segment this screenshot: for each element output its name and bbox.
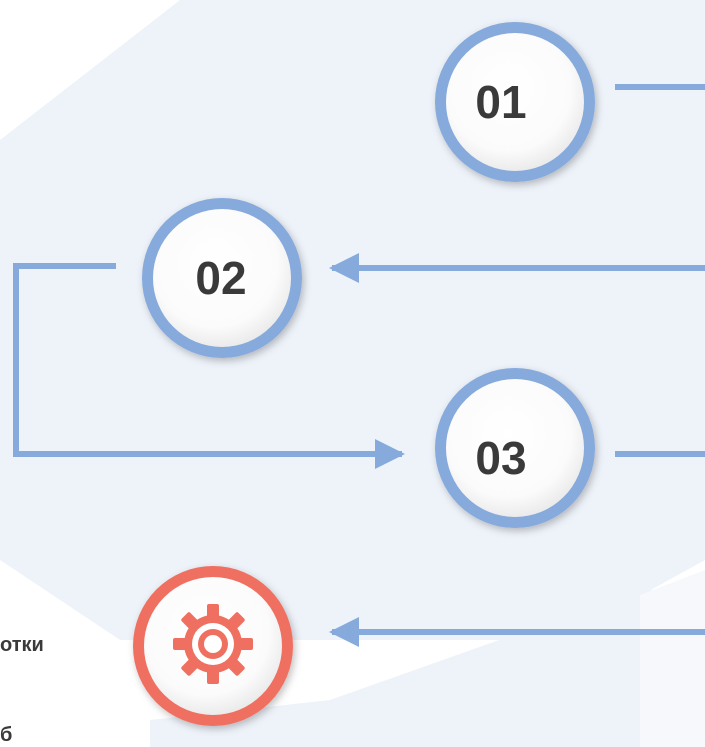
gear-icon — [173, 604, 253, 684]
step-label-01: 01 — [475, 76, 526, 128]
side-text-line2: б — [0, 724, 13, 746]
step-circle-02 — [142, 198, 302, 358]
step-label-03: 03 — [475, 432, 526, 484]
step-circle-03 — [435, 368, 595, 528]
side-text-line1: отки — [0, 634, 44, 656]
background-hexagon-right — [640, 570, 705, 747]
step-label-02: 02 — [195, 252, 246, 304]
background-hexagon-large — [0, 0, 705, 640]
connector-02-to-03 — [13, 263, 405, 469]
step-circle-01 — [435, 22, 595, 182]
